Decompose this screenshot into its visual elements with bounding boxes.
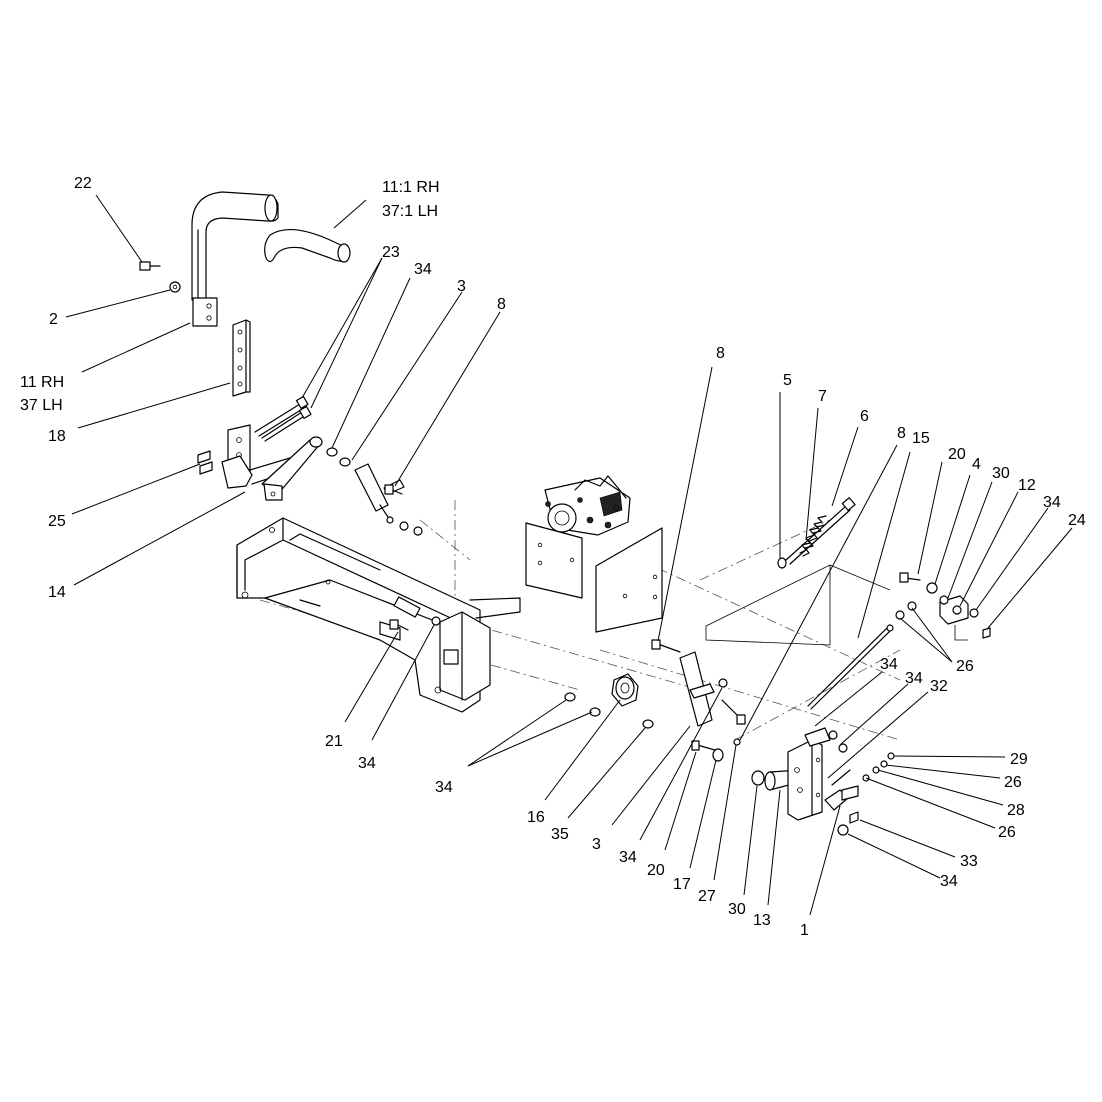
callout-26-upper: 26 bbox=[956, 658, 974, 675]
handle-grip bbox=[264, 228, 351, 263]
callout-26-lower: 26 bbox=[998, 824, 1016, 841]
callout-1: 1 bbox=[800, 922, 809, 939]
callout-24: 24 bbox=[1068, 512, 1086, 529]
callout-34-left-mid: 34 bbox=[358, 755, 376, 772]
callout-18: 18 bbox=[48, 428, 66, 445]
callout-22: 22 bbox=[74, 175, 92, 192]
callout-11-1-rh: 11:1 RH bbox=[382, 179, 440, 196]
long-rod-15 bbox=[807, 601, 917, 710]
callout-11-rh: 11 RH bbox=[20, 374, 64, 391]
callout-13: 13 bbox=[753, 912, 771, 929]
callout-26-mid: 26 bbox=[1004, 774, 1022, 791]
control-handle bbox=[191, 191, 279, 327]
callout-12: 12 bbox=[1018, 477, 1036, 494]
spring-rod bbox=[777, 497, 856, 569]
callout-labels: 22 11:1 RH 37:1 LH 2 23 34 3 8 11 RH 37 … bbox=[20, 175, 1086, 939]
callout-37-1-lh: 37:1 LH bbox=[382, 203, 438, 220]
callout-34-left-group: 34 bbox=[435, 779, 453, 796]
callout-34-right: 34 bbox=[1043, 494, 1061, 511]
callout-32: 32 bbox=[930, 678, 948, 695]
damper-left bbox=[326, 447, 423, 536]
callout-8-right: 8 bbox=[897, 425, 906, 442]
callout-4: 4 bbox=[972, 456, 981, 473]
callout-34-top: 34 bbox=[414, 261, 432, 278]
callout-34-center-bottom: 34 bbox=[619, 849, 637, 866]
callout-23: 23 bbox=[382, 244, 400, 261]
callout-25: 25 bbox=[48, 513, 66, 530]
callout-5: 5 bbox=[783, 372, 792, 389]
callout-8-mid: 8 bbox=[716, 345, 725, 362]
callout-8-top: 8 bbox=[497, 296, 506, 313]
right-plate-outline bbox=[705, 564, 891, 646]
callout-16: 16 bbox=[527, 809, 545, 826]
control-arm bbox=[232, 319, 251, 397]
callout-17: 17 bbox=[673, 876, 691, 893]
callout-3-top: 3 bbox=[457, 278, 466, 295]
callout-35: 35 bbox=[551, 826, 569, 843]
callout-20-top: 20 bbox=[948, 446, 966, 463]
washer-2 bbox=[169, 281, 181, 293]
callout-14: 14 bbox=[48, 584, 66, 601]
right-pivot bbox=[691, 727, 895, 836]
callout-33: 33 bbox=[960, 853, 978, 870]
callout-2: 2 bbox=[49, 311, 58, 328]
callout-21: 21 bbox=[325, 733, 343, 750]
bolt-22 bbox=[139, 261, 161, 271]
callout-3-bottom: 3 bbox=[592, 836, 601, 853]
hydraulic-pump bbox=[525, 475, 663, 633]
callout-37-lh: 37 LH bbox=[20, 397, 63, 414]
callout-34-r2: 34 bbox=[905, 670, 923, 687]
bolt-8-center bbox=[384, 484, 409, 631]
nuts-34 bbox=[431, 616, 654, 729]
bolts-23 bbox=[254, 395, 312, 442]
pivot-bracket bbox=[197, 424, 323, 501]
callout-30-top: 30 bbox=[992, 465, 1010, 482]
callout-15: 15 bbox=[912, 430, 930, 447]
callout-34-r1: 34 bbox=[880, 656, 898, 673]
callout-6: 6 bbox=[860, 408, 869, 425]
callout-29: 29 bbox=[1010, 751, 1028, 768]
leader-lines bbox=[65, 194, 1073, 916]
damper-right bbox=[651, 639, 746, 727]
bushing-16 bbox=[611, 673, 639, 707]
callout-30-bottom: 30 bbox=[728, 901, 746, 918]
callout-20-bottom: 20 bbox=[647, 862, 665, 879]
left-frame bbox=[236, 517, 521, 713]
callout-7: 7 bbox=[818, 388, 827, 405]
callout-27: 27 bbox=[698, 888, 716, 905]
callout-28: 28 bbox=[1007, 802, 1025, 819]
callout-34-bottom: 34 bbox=[940, 873, 958, 890]
